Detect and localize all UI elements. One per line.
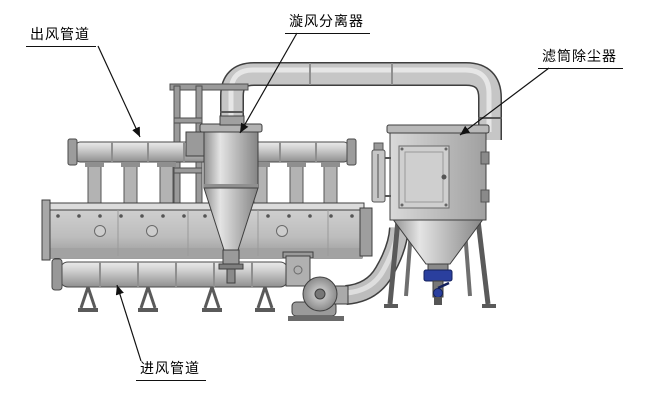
ball-valve	[433, 288, 443, 298]
label-cyclone-separator: 漩风分离器	[285, 14, 370, 34]
rotary-valve	[423, 269, 453, 282]
label-filter-dust-collector: 滤筒除尘器	[538, 49, 623, 69]
leader-lines	[97, 32, 550, 362]
manifold-connectors	[85, 161, 340, 207]
label-outlet-duct: 出风管道	[26, 27, 96, 47]
label-inlet-duct: 进风管道	[136, 361, 206, 381]
inlet-duct-pipe	[51, 258, 289, 291]
discharge-chute	[282, 251, 314, 287]
fluid-bed-dryer-body	[41, 199, 373, 261]
support-legs	[78, 286, 275, 312]
filter-dust-collector	[371, 124, 496, 308]
blower-fan	[288, 276, 349, 321]
